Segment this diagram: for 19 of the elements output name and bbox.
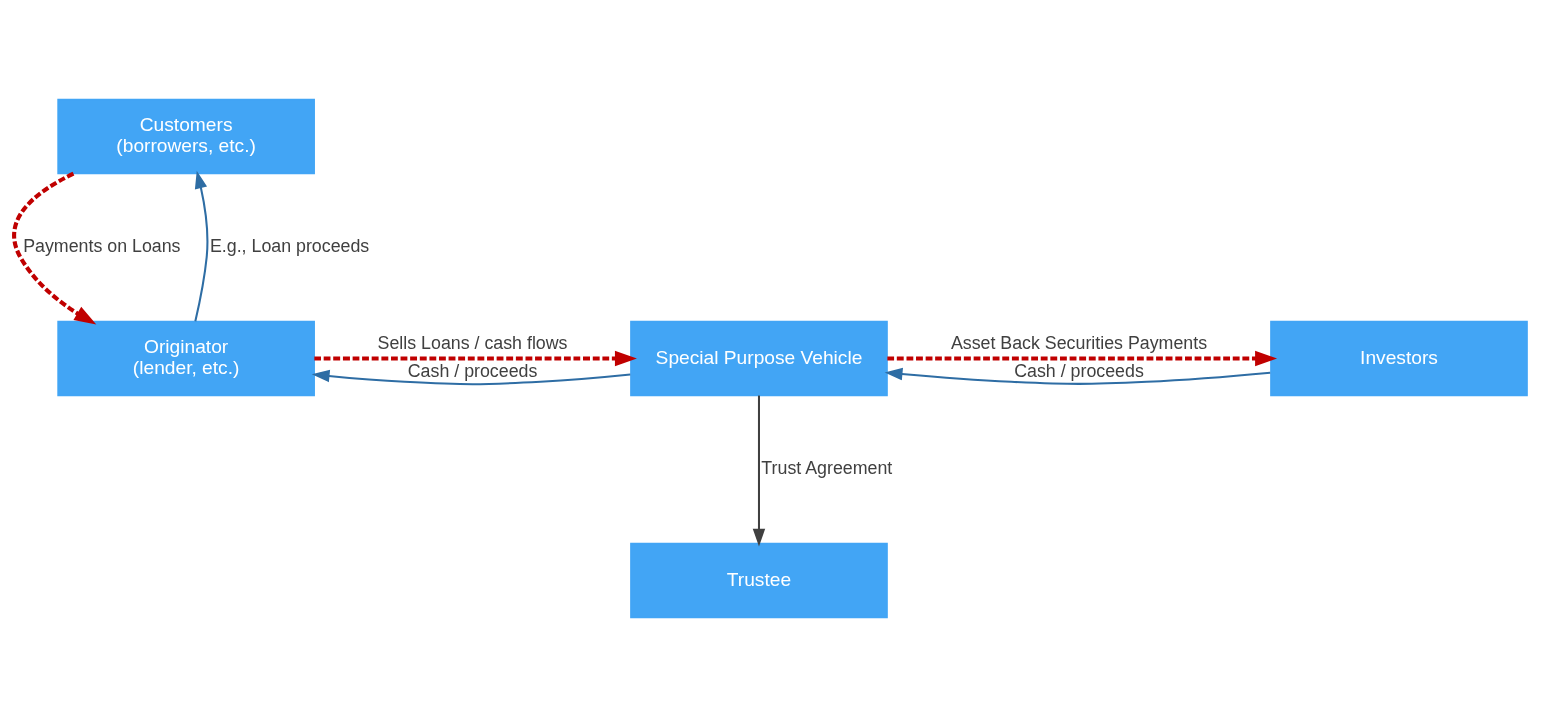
edge-label: Trust Agreement xyxy=(761,458,893,479)
arrow xyxy=(12,171,97,325)
arrow xyxy=(884,367,1271,385)
arrow xyxy=(194,170,209,322)
node-box: Trustee xyxy=(630,542,888,619)
edge-label: Payments on Loans xyxy=(23,236,181,257)
arrow xyxy=(311,369,631,386)
edge-label: Sells Loans / cash flows xyxy=(377,333,568,354)
edge-label: Cash / proceeds xyxy=(407,360,538,381)
edge-label: E.g., Loan proceeds xyxy=(209,236,370,257)
edge-label: Asset Back Securities Payments xyxy=(950,333,1208,354)
edge-label: Cash / proceeds xyxy=(1014,360,1144,381)
node-box: Investors xyxy=(1270,320,1528,397)
node-box: Special Purpose Vehicle xyxy=(630,320,888,397)
arrow xyxy=(887,350,1278,367)
node-box: Customers (borrowers, etc.) xyxy=(57,98,315,175)
node-box: Originator (lender, etc.) xyxy=(57,320,315,397)
arrow xyxy=(314,350,637,367)
arrow xyxy=(752,395,766,547)
